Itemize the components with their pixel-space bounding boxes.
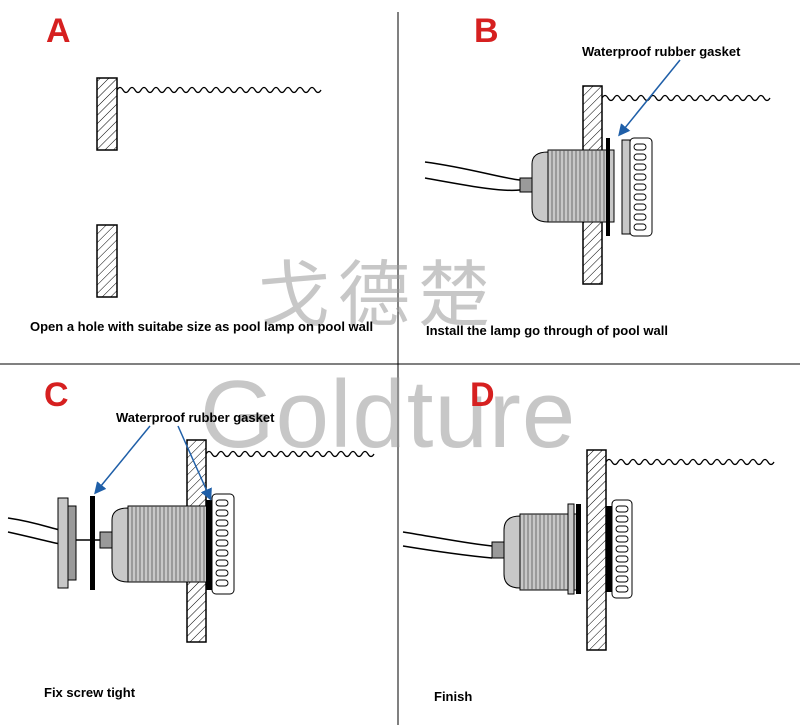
lock-nut bbox=[567, 503, 575, 595]
panel-a-caption: Open a hole with suitabe size as pool la… bbox=[30, 319, 374, 334]
watermark-chinese: 戈德楚 bbox=[258, 253, 499, 337]
lamp-cable bbox=[402, 545, 493, 559]
panel-c-caption: Fix screw tight bbox=[44, 685, 136, 700]
panel-d-caption: Finish bbox=[434, 689, 473, 704]
panel-d-letter: D bbox=[470, 376, 495, 414]
lamp-cable bbox=[424, 177, 521, 192]
lamp-cable bbox=[7, 517, 61, 531]
rubber-gasket bbox=[576, 504, 581, 594]
water-surface bbox=[605, 458, 775, 466]
pool-wall bbox=[586, 449, 607, 651]
panel-c-gasket-callout: Waterproof rubber gasket bbox=[116, 410, 275, 425]
rubber-gasket bbox=[90, 496, 95, 590]
watermark-english: Goldture bbox=[200, 361, 577, 468]
panel-c-diagram bbox=[7, 425, 375, 643]
lamp-cable bbox=[402, 531, 493, 547]
gasket-callout-arrow bbox=[618, 59, 681, 137]
panel-a-letter: A bbox=[46, 12, 71, 50]
lock-nut bbox=[57, 497, 69, 589]
panel-c-letter: C bbox=[44, 376, 69, 414]
panel-a-diagram bbox=[96, 77, 322, 298]
pool-lamp bbox=[519, 137, 653, 237]
panel-b-diagram bbox=[424, 59, 771, 285]
gasket-callout-arrow bbox=[177, 425, 212, 501]
water-surface bbox=[601, 94, 771, 102]
lamp-cable bbox=[424, 161, 521, 181]
lamp-cable bbox=[7, 531, 61, 545]
panel-b-caption: Install the lamp go through of pool wall bbox=[426, 323, 668, 338]
water-surface bbox=[205, 450, 375, 458]
pool-lamp bbox=[491, 499, 633, 599]
gasket-callout-arrow bbox=[94, 425, 151, 495]
pool-lamp bbox=[99, 493, 235, 595]
panel-b-gasket-callout: Waterproof rubber gasket bbox=[582, 44, 741, 59]
lock-nut bbox=[67, 505, 77, 581]
panel-d-diagram bbox=[402, 449, 775, 651]
pool-wall-upper bbox=[96, 77, 118, 151]
pool-wall-lower bbox=[96, 224, 118, 298]
water-surface bbox=[116, 86, 322, 94]
panel-b-letter: B bbox=[474, 12, 499, 50]
